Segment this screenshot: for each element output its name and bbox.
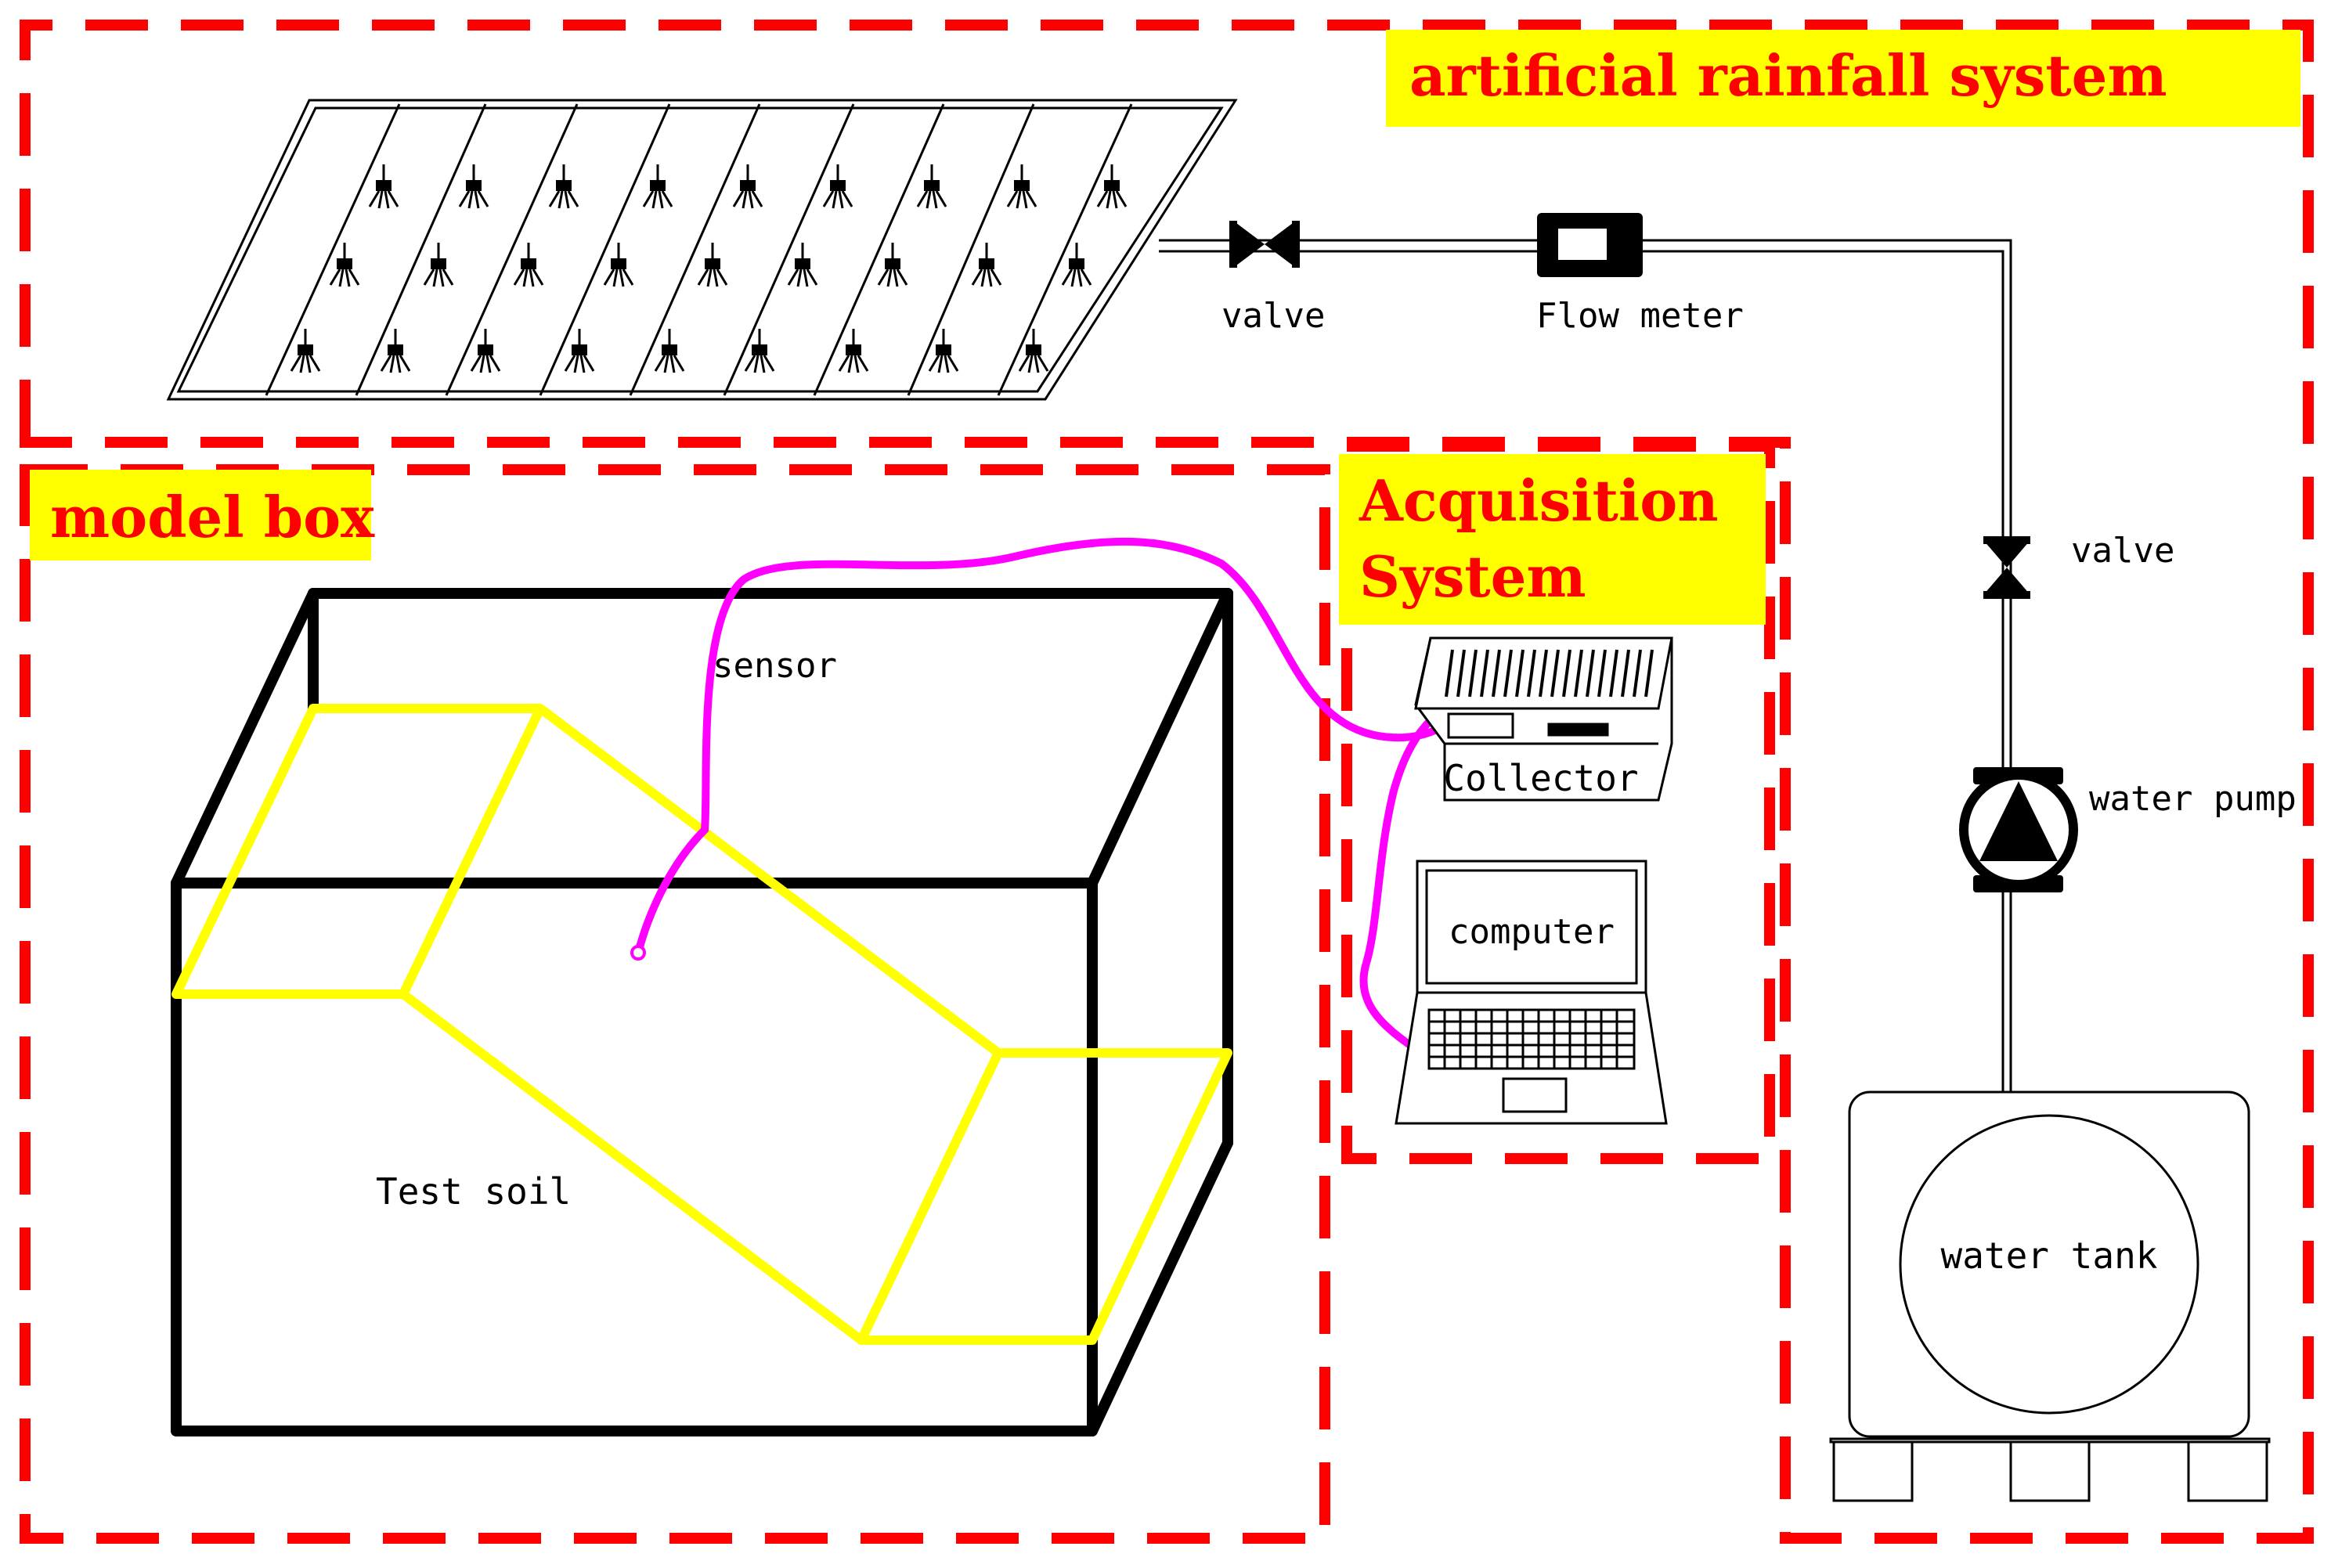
sensor-probe-icon <box>630 945 646 961</box>
laptop-icon <box>1395 860 1668 1125</box>
svg-text:artificial rainfall system: artificial rainfall system <box>1409 42 2167 109</box>
rainfall-region-border <box>20 20 2314 1544</box>
svg-text:model box: model box <box>50 484 375 550</box>
valve-top-label: valve <box>1221 296 1325 336</box>
model-box-region-border <box>20 464 1330 1544</box>
acquisition-system-title: Acquisition System <box>1339 454 1766 625</box>
sensor-label: sensor <box>713 646 837 686</box>
collector-label: Collector <box>1443 757 1638 799</box>
flow-meter-icon <box>1537 213 1643 277</box>
computer-label: computer <box>1449 912 1615 952</box>
test-soil-label: Test soil <box>376 1170 571 1213</box>
model-box-title: model box <box>30 470 375 561</box>
water-tank-label: water tank <box>1941 1235 2158 1277</box>
svg-text:System: System <box>1359 543 1586 610</box>
soil-slope-layer <box>171 704 1232 1345</box>
valve-icon <box>1229 221 1300 268</box>
water-pump-label: water pump <box>2089 779 2297 819</box>
acquisition-region-border <box>1341 441 1775 1164</box>
sensor-cable <box>634 537 1493 1051</box>
sprinkler-icon <box>290 163 1128 374</box>
rainfall-system-title: artificial rainfall system <box>1386 30 2300 127</box>
svg-text:Acquisition: Acquisition <box>1359 467 1719 534</box>
pump-icon <box>1959 767 2078 892</box>
valve-right-label: valve <box>2071 531 2174 571</box>
flow-meter-label: Flow meter <box>1536 296 1744 336</box>
sprinkler-panel <box>166 99 1238 401</box>
tank-icon <box>1829 1090 2271 1502</box>
valve-icon <box>1983 536 2030 599</box>
model-box-frame <box>171 588 1233 1436</box>
collector-device-icon <box>1414 636 1673 802</box>
collector-vent-icon <box>1445 649 1654 697</box>
laptop-keyboard-icon <box>1429 1010 1634 1069</box>
